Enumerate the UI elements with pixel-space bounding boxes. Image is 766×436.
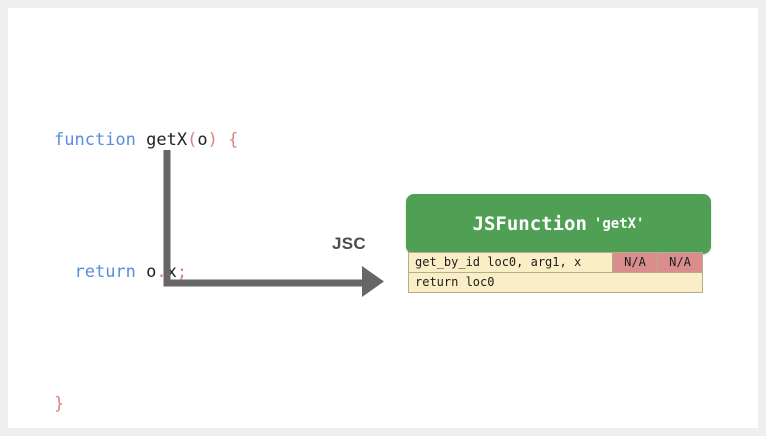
code-token-keyword: function <box>54 130 136 150</box>
table-row: return loc0 <box>408 272 703 293</box>
jsc-label: JSC <box>332 234 366 253</box>
code-line: return o.x; <box>54 256 238 289</box>
bytecode-instruction-cell: get_by_id loc0, arg1, x <box>408 252 613 273</box>
code-token-space <box>136 130 146 150</box>
code-token-identifier: getX <box>146 130 188 150</box>
code-line: function getX(o) { <box>54 124 238 157</box>
code-token-space <box>136 262 146 282</box>
code-token-keyword: return <box>74 262 136 282</box>
code-line: } <box>54 388 238 421</box>
table-row: get_by_id loc0, arg1, x N/A N/A <box>408 252 703 273</box>
jsfunction-title: JSFunction <box>472 213 587 235</box>
arrow-svg <box>163 150 384 297</box>
bytecode-table-body: get_by_id loc0, arg1, x N/A N/A return l… <box>408 252 703 293</box>
jsc-arrow <box>148 138 398 298</box>
code-token-paren-open: ( <box>187 130 198 150</box>
code-token-property: x <box>166 262 177 282</box>
bytecode-na-cell: N/A <box>657 252 703 273</box>
slide-canvas: function getX(o) { return o.x; } JSC JSF… <box>8 8 758 428</box>
jsfunction-name: 'getX' <box>593 216 645 232</box>
code-token-identifier: o <box>146 262 157 282</box>
code-token-semicolon: ; <box>176 262 188 282</box>
jsfunction-header: JSFunction 'getX' <box>406 194 711 254</box>
bytecode-na-cell: N/A <box>612 252 658 273</box>
code-token-brace-open: { <box>228 130 239 150</box>
bytecode-table: get_by_id loc0, arg1, x N/A N/A return l… <box>408 252 703 293</box>
jsfunction-card: JSFunction 'getX' get_by_id loc0, arg1, … <box>406 194 711 293</box>
arrow-elbow-path <box>163 150 369 287</box>
code-token-indent <box>54 262 74 282</box>
code-token-brace-close: } <box>54 394 65 414</box>
code-token-param: o <box>197 130 208 150</box>
bytecode-instruction-cell: return loc0 <box>408 272 703 293</box>
code-token-paren-close: ) <box>207 130 218 150</box>
arrow-head-icon <box>362 266 384 297</box>
code-token-dot: . <box>156 262 167 282</box>
source-code-block: function getX(o) { return o.x; } <box>54 58 238 428</box>
